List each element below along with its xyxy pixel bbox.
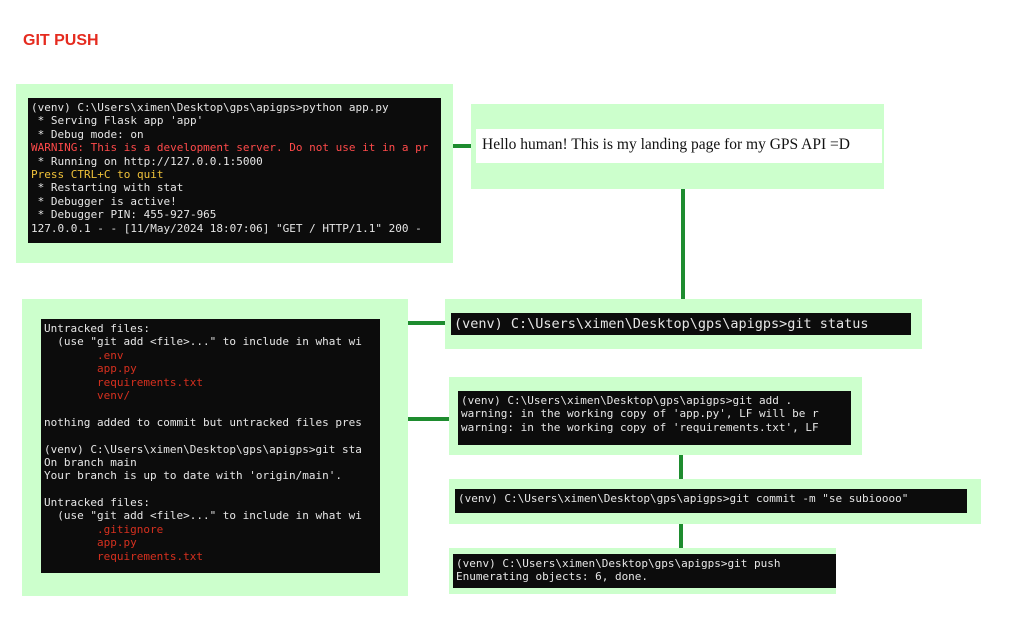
- git-status-command-terminal: (venv) C:\Users\ximen\Desktop\gps\apigps…: [451, 313, 911, 335]
- git-commit-terminal: (venv) C:\Users\ximen\Desktop\gps\apigps…: [455, 489, 967, 513]
- connector-add-to-commit: [679, 455, 683, 479]
- git-add-terminal: (venv) C:\Users\ximen\Desktop\gps\apigps…: [458, 391, 851, 445]
- connector-status-panel-to-add: [407, 417, 449, 421]
- terminal-line: * Running on http://127.0.0.1:5000: [31, 154, 263, 168]
- git-push-panel: (venv) C:\Users\ximen\Desktop\gps\apigps…: [449, 548, 836, 594]
- git-status-command-panel: (venv) C:\Users\ximen\Desktop\gps\apigps…: [445, 299, 922, 349]
- terminal-line: Press CTRL+C to quit: [31, 167, 164, 181]
- terminal-line: * Serving Flask app 'app': [31, 114, 204, 128]
- git-status-output-terminal: Untracked files: (use "git add <file>...…: [41, 319, 380, 573]
- terminal-line: venv/: [44, 388, 131, 402]
- terminal-line: (use "git add <file>..." to include in w…: [44, 509, 362, 523]
- terminal-line: app.py: [44, 536, 137, 550]
- terminal-line: (venv) C:\Users\ximen\Desktop\gps\apigps…: [454, 316, 869, 332]
- terminal-line: (venv) C:\Users\ximen\Desktop\gps\apigps…: [458, 492, 909, 505]
- git-add-panel: (venv) C:\Users\ximen\Desktop\gps\apigps…: [449, 377, 862, 455]
- connector-landing-to-status: [681, 188, 685, 300]
- terminal-line: requirements.txt: [44, 549, 203, 563]
- terminal-line: (venv) C:\Users\ximen\Desktop\gps\apigps…: [44, 442, 362, 456]
- flask-run-terminal: (venv) C:\Users\ximen\Desktop\gps\apigps…: [28, 98, 441, 243]
- git-push-terminal: (venv) C:\Users\ximen\Desktop\gps\apigps…: [453, 554, 836, 588]
- connector-commit-to-push: [679, 524, 683, 548]
- terminal-line: .gitignore: [44, 522, 164, 536]
- terminal-line: Enumerating objects: 6, done.: [456, 570, 649, 584]
- connector-flask-to-landing: [453, 144, 471, 148]
- terminal-line: * Restarting with stat: [31, 181, 184, 195]
- terminal-line: * Debugger is active!: [31, 194, 177, 208]
- terminal-line: [44, 429, 380, 442]
- terminal-line: * Debugger PIN: 455-927-965: [31, 208, 217, 222]
- terminal-line: Untracked files:: [44, 322, 150, 335]
- terminal-line: (venv) C:\Users\ximen\Desktop\gps\apigps…: [461, 394, 793, 407]
- landing-page-panel: Hello human! This is my landing page for…: [471, 104, 884, 189]
- terminal-line: On branch main: [44, 455, 137, 469]
- terminal-line: [44, 483, 380, 496]
- terminal-line: (venv) C:\Users\ximen\Desktop\gps\apigps…: [456, 557, 781, 570]
- terminal-line: 127.0.0.1 - - [11/May/2024 18:07:06] "GE…: [31, 221, 422, 235]
- terminal-line: (venv) C:\Users\ximen\Desktop\gps\apigps…: [31, 101, 389, 114]
- terminal-line: WARNING: This is a development server. D…: [31, 141, 429, 155]
- terminal-line: (use "git add <file>..." to include in w…: [44, 335, 362, 349]
- flask-run-panel: (venv) C:\Users\ximen\Desktop\gps\apigps…: [16, 84, 453, 263]
- terminal-line: warning: in the working copy of 'require…: [461, 420, 819, 434]
- terminal-line: Your branch is up to date with 'origin/m…: [44, 469, 343, 483]
- git-status-output-panel: Untracked files: (use "git add <file>...…: [22, 299, 408, 596]
- terminal-line: * Debug mode: on: [31, 127, 144, 141]
- terminal-line: app.py: [44, 362, 137, 376]
- terminal-line: Untracked files:: [44, 496, 150, 510]
- terminal-line: [44, 402, 380, 415]
- page-title: GIT PUSH: [23, 32, 99, 49]
- landing-page-text: Hello human! This is my landing page for…: [476, 129, 882, 163]
- terminal-line: .env: [44, 348, 124, 362]
- git-commit-panel: (venv) C:\Users\ximen\Desktop\gps\apigps…: [449, 479, 981, 524]
- terminal-line: requirements.txt: [44, 375, 203, 389]
- connector-status-panel-to-status-cmd: [407, 321, 445, 325]
- terminal-line: nothing added to commit but untracked fi…: [44, 415, 362, 429]
- terminal-line: warning: in the working copy of 'app.py'…: [461, 407, 819, 421]
